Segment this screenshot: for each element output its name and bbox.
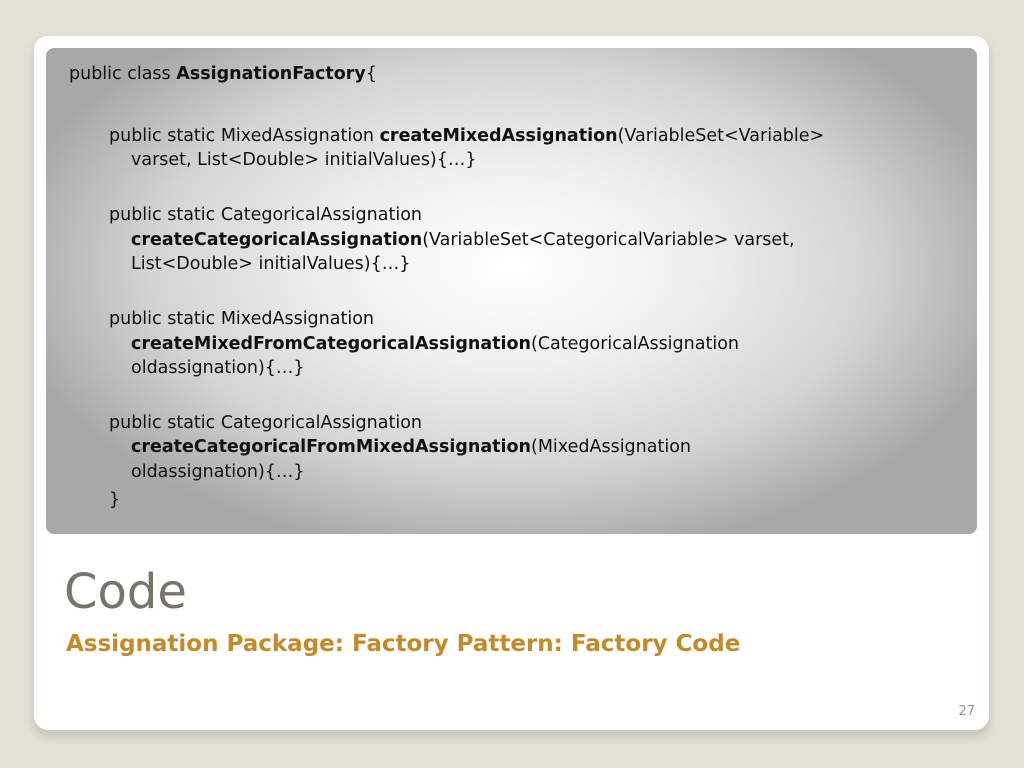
method-2-line-2: createCategoricalAssignation(VariableSet… [131, 230, 795, 250]
slide-subtitle: Assignation Package: Factory Pattern: Fa… [66, 631, 741, 657]
method-1-line-1: public static MixedAssignation createMix… [109, 126, 825, 146]
method-4-line-3: oldassignation){…} [131, 462, 305, 482]
slide: public class AssignationFactory{ public … [34, 36, 989, 730]
method-4-line-2: createCategoricalFromMixedAssignation(Mi… [131, 437, 691, 457]
method-2-line-3: List<Double> initialValues){…} [131, 254, 411, 274]
class-declaration: public class AssignationFactory{ [69, 62, 377, 86]
code-panel: public class AssignationFactory{ public … [46, 48, 977, 534]
class-close-brace: } [109, 490, 121, 510]
method-2-name: createCategoricalAssignation [131, 230, 423, 250]
class-prefix: public class [69, 64, 177, 84]
slide-title: Code [64, 564, 187, 620]
method-2-line-1: public static CategoricalAssignation [109, 205, 422, 225]
method-3-line-1: public static MixedAssignation [109, 309, 374, 329]
method-3-name: createMixedFromCategoricalAssignation [131, 334, 531, 354]
class-name: AssignationFactory [176, 64, 366, 84]
class-open-brace: { [365, 64, 377, 84]
method-4-name: createCategoricalFromMixedAssignation [131, 437, 531, 457]
method-3-line-2: createMixedFromCategoricalAssignation(Ca… [131, 334, 739, 354]
method-4-line-1: public static CategoricalAssignation [109, 413, 422, 433]
method-3-line-3: oldassignation){…} [131, 358, 305, 378]
method-1-line-2: varset, List<Double> initialValues){…} [131, 150, 477, 170]
method-1-name: createMixedAssignation [379, 126, 618, 146]
page-number: 27 [958, 704, 975, 719]
